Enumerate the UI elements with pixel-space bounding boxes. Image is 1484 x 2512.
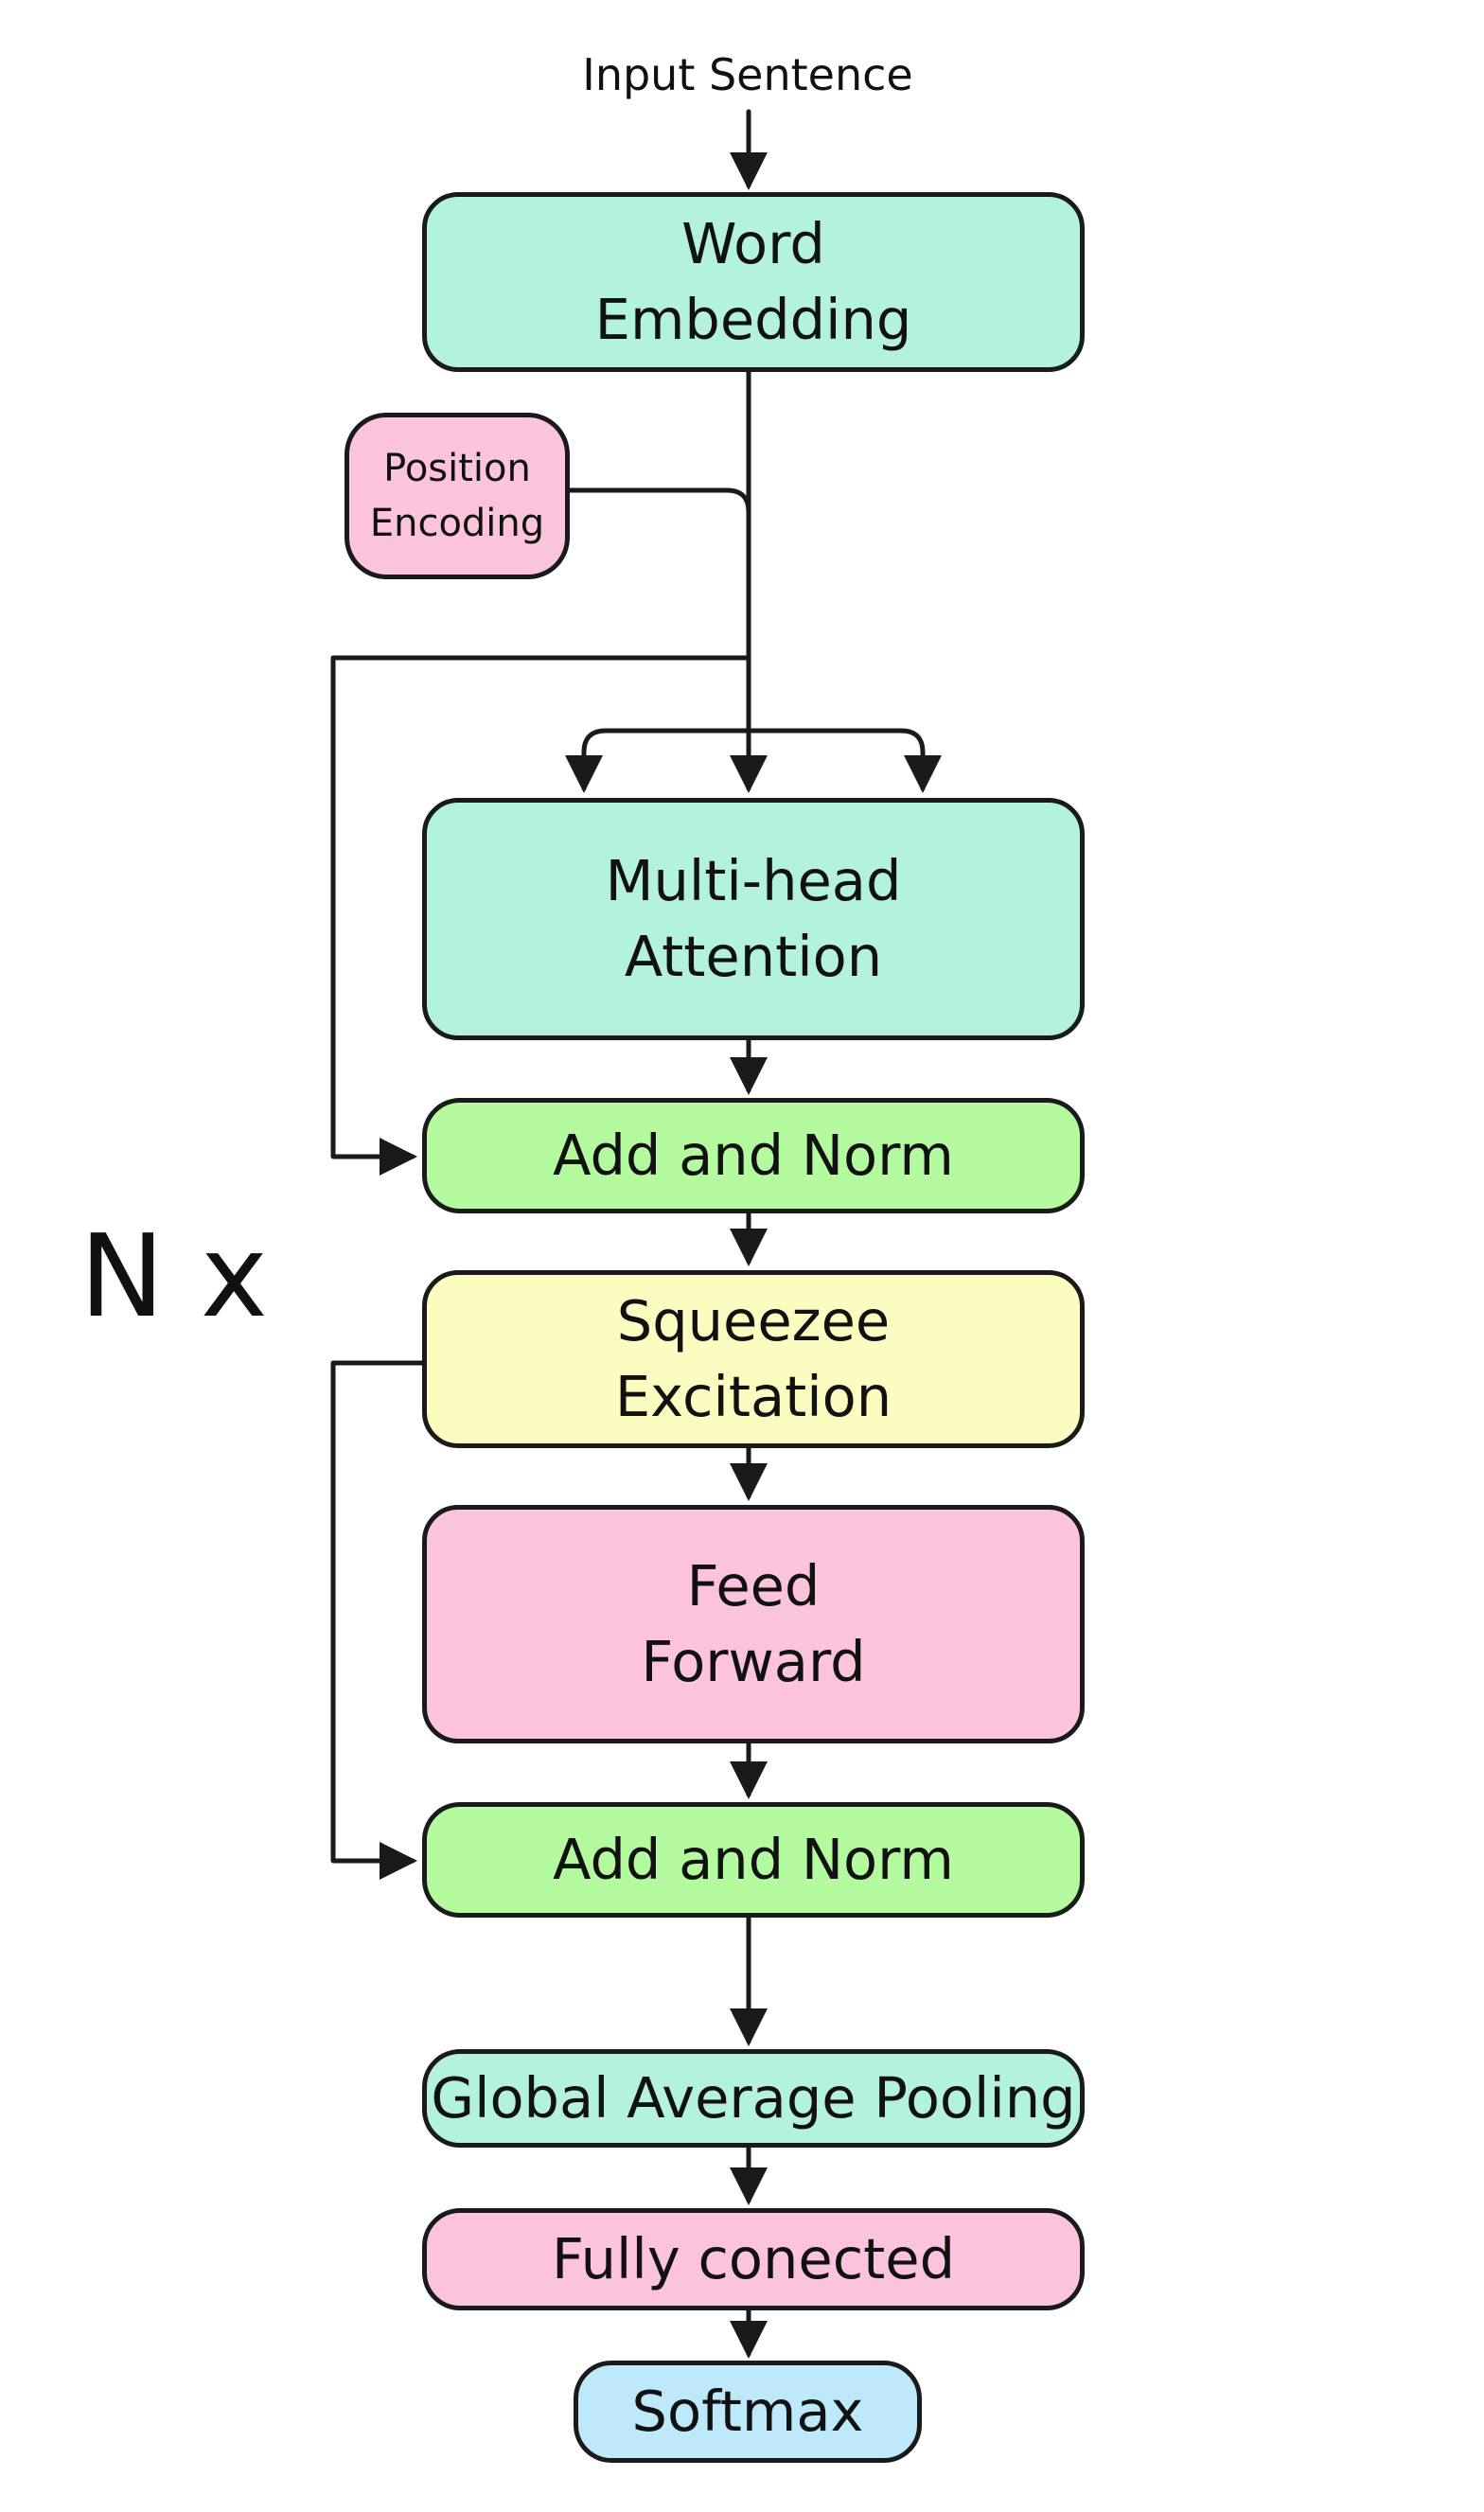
add-and-norm-2-block: Add and Norm — [422, 1802, 1085, 1918]
multi-head-attention-line-1: Multi-head — [605, 848, 902, 914]
feed-forward-line-1: Feed — [686, 1553, 821, 1619]
fully-connected-block: Fully conected — [422, 2208, 1085, 2310]
softmax-label: Softmax — [631, 2379, 864, 2445]
arrow-attention-right-head — [746, 728, 942, 793]
connector-position-encoding — [567, 487, 751, 515]
word-embedding-block: Word Embedding — [422, 192, 1085, 372]
position-encoding-line-2: Encoding — [369, 502, 545, 545]
multi-head-attention-line-2: Attention — [624, 924, 883, 989]
word-embedding-line-1: Word — [681, 211, 825, 277]
arrow-residual-1 — [330, 655, 751, 1176]
global-average-pooling-label: Global Average Pooling — [431, 2065, 1076, 2132]
squeeze-excitation-line-1: Squeezee — [616, 1288, 891, 1354]
multi-head-attention-block: Multi-head Attention — [422, 798, 1085, 1040]
add-and-norm-2-label: Add and Norm — [553, 1827, 954, 1893]
position-encoding-line-1: Position — [383, 447, 531, 490]
feed-forward-line-2: Forward — [641, 1629, 866, 1694]
arrow-attention-left-head — [565, 728, 751, 793]
feed-forward-block: Feed Forward — [422, 1505, 1085, 1743]
repeat-count-label: N x — [80, 1212, 268, 1343]
squeeze-excitation-block: Squeezee Excitation — [422, 1270, 1085, 1448]
add-and-norm-1-block: Add and Norm — [422, 1098, 1085, 1213]
word-embedding-line-2: Embedding — [594, 287, 912, 352]
global-average-pooling-block: Global Average Pooling — [422, 2049, 1085, 2148]
position-encoding-block: Position Encoding — [344, 413, 570, 579]
input-sentence-label: Input Sentence — [582, 49, 913, 100]
softmax-block: Softmax — [574, 2361, 922, 2463]
arrow-residual-2 — [330, 1360, 425, 1880]
add-and-norm-1-label: Add and Norm — [553, 1123, 954, 1189]
squeeze-excitation-line-2: Excitation — [614, 1364, 892, 1429]
fully-connected-label: Fully conected — [551, 2226, 956, 2292]
